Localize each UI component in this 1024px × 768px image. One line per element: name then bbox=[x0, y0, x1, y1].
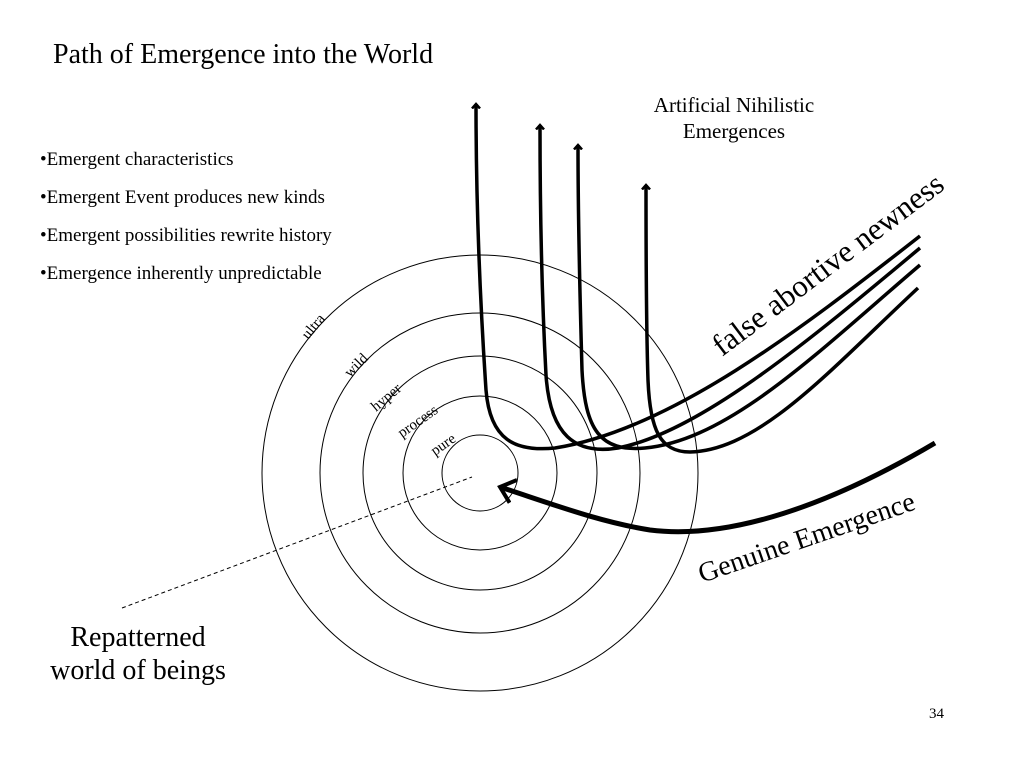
bullet-emergence-unpredictable: •Emergence inherently unpredictable bbox=[40, 263, 322, 285]
ring-hyper bbox=[362, 355, 598, 591]
artificial-emergence-arrow-1 bbox=[476, 104, 922, 451]
ring-process bbox=[402, 395, 558, 551]
artificial-emergence-arrow-3 bbox=[578, 145, 922, 451]
ring-label-hyper: hyper bbox=[368, 381, 404, 415]
bullet-emergent-characteristics: •Emergent characteristics bbox=[40, 149, 234, 170]
artificial-nihilistic-label: Artificial Nihilistic Emergences bbox=[653, 93, 815, 144]
repatterned-world-caption: Repatterned world of beings bbox=[50, 622, 226, 686]
genuine-emergence-label: Genuine Emergence bbox=[694, 486, 919, 589]
ring-label-wild: wild bbox=[342, 350, 373, 381]
slide-number: 34 bbox=[929, 706, 944, 722]
ring-label-pure: pure bbox=[428, 431, 459, 460]
ring-label-process: process bbox=[395, 402, 441, 441]
slide-title: Path of Emergence into the World bbox=[53, 39, 434, 70]
false-abortive-newness-label: false abortive newness bbox=[705, 166, 950, 363]
bullet-emergent-possibilities: •Emergent possibilities rewrite history bbox=[40, 225, 332, 247]
genuine-emergence-arrow bbox=[500, 440, 937, 535]
bullet-emergent-event: •Emergent Event produces new kinds bbox=[40, 187, 325, 209]
dashed-pointer bbox=[121, 476, 473, 609]
artificial-emergence-arrow-4 bbox=[646, 185, 920, 454]
ring-label-ultra: ultra bbox=[299, 311, 329, 343]
bullet-list: •Emergent characteristics •Emergent Even… bbox=[40, 148, 340, 301]
artificial-emergence-arrow-2 bbox=[540, 125, 922, 451]
ring-pure bbox=[441, 434, 519, 512]
